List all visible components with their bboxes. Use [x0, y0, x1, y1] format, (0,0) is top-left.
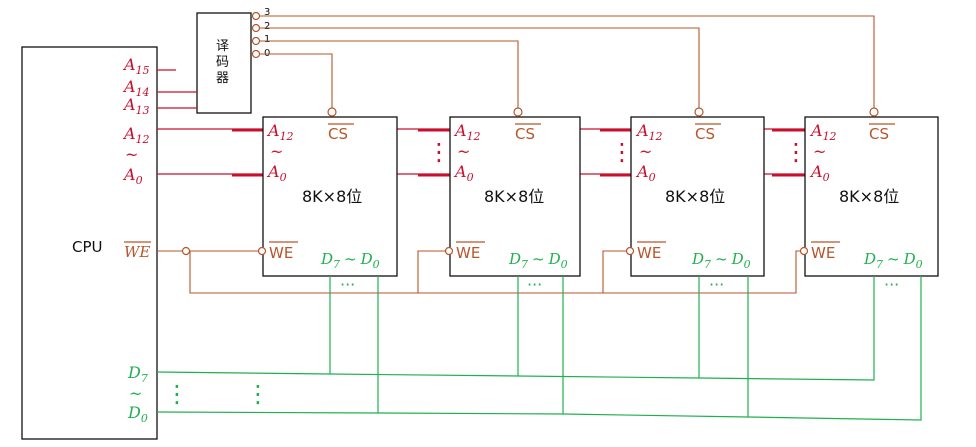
cpu-we-bubble: [181, 246, 191, 256]
chip4-tilde: ~: [813, 142, 826, 161]
chip3-data-label: D7~D0: [691, 250, 751, 271]
cpu-d0-label: D0: [127, 403, 148, 425]
chip3-tilde: ~: [639, 142, 652, 161]
cpu-a12-label: A12: [122, 124, 150, 146]
decoder-out-3-label: 3: [264, 7, 270, 18]
chip1-we-bubble: [257, 246, 267, 256]
chip4-data-label: D7~D0: [863, 250, 923, 271]
chip2-tilde: ~: [457, 142, 470, 161]
chip4-capacity-label: 8K×8位: [839, 187, 899, 206]
chip1-capacity-label: 8K×8位: [302, 187, 362, 206]
memory-chip-4: A12 ~ A0 CS 8K×8位 WE D7~D0: [799, 107, 939, 277]
cpu-a0-label: A0: [122, 165, 143, 187]
chip2-data-label: D7~D0: [508, 250, 568, 271]
decoder-label-1: 译: [216, 39, 229, 54]
chip1-a0-label: A0: [266, 162, 287, 184]
chip4-we-bubble: [799, 246, 809, 256]
data-bus: [156, 276, 922, 421]
memory-chip-2: A12 ~ A0 CS 8K×8位 WE D7~D0: [444, 107, 581, 277]
chip3-capacity-label: 8K×8位: [665, 187, 725, 206]
data-bus-dots-1: ⋮: [165, 380, 189, 408]
chip4-we-label: WE: [811, 244, 835, 262]
chip4-cs-label: CS: [869, 125, 889, 143]
decoder-box: [196, 12, 252, 114]
chip2-we-bubble: [444, 246, 454, 256]
addr-dots-2: ⋮: [610, 138, 634, 166]
decoder-out-2-bubble: [251, 23, 261, 33]
chip3-cs-bubble: [694, 107, 704, 117]
decoder-out-1-label: 1: [264, 34, 270, 45]
chip3-cs-label: CS: [695, 125, 715, 143]
decoder-label-2: 码: [216, 55, 229, 70]
decoder-label-3: 器: [216, 71, 229, 86]
cpu-label: CPU: [72, 238, 103, 256]
memory-chip-1: A12 ~ A0 CS 8K×8位 WE D7~D0: [257, 107, 398, 277]
chip2-cs-label: CS: [515, 125, 535, 143]
chip1-data-ellipsis: ···: [340, 275, 355, 294]
decoder-out-2-label: 2: [264, 21, 270, 32]
memory-chip-3: A12 ~ A0 CS 8K×8位 WE D7~D0: [625, 107, 765, 277]
cpu-box: [21, 46, 158, 440]
chip1-we-label: WE: [269, 244, 293, 262]
chip4-a12-label: A12: [809, 121, 837, 143]
decoder-out-3-bubble: [251, 11, 261, 21]
chip3-a12-label: A12: [635, 121, 663, 143]
chip2-a12-label: A12: [453, 121, 481, 143]
addr-dots-1: ⋮: [427, 138, 451, 166]
chip4-a0-label: A0: [809, 162, 830, 184]
address-bus: [157, 69, 805, 177]
chip-select-lines: [260, 15, 875, 108]
chip3-data-ellipsis: ···: [709, 275, 724, 294]
we-bus: [157, 250, 801, 294]
chip1-cs-bubble: [327, 107, 337, 117]
cpu-data-tilde: ~: [129, 384, 142, 403]
chip3-we-bubble: [625, 246, 635, 256]
chip3-we-label: WE: [637, 244, 661, 262]
chip3-a0-label: A0: [635, 162, 656, 184]
chip2-cs-bubble: [513, 107, 523, 117]
chip2-data-ellipsis: ···: [527, 275, 542, 294]
chip1-cs-label: CS: [328, 125, 348, 143]
chip1-tilde: ~: [270, 142, 283, 161]
decoder-out-1-bubble: [251, 36, 261, 46]
addr-dots-3: ⋮: [784, 138, 808, 166]
cpu-d7-label: D7: [127, 363, 148, 385]
chip1-data-label: D7~D0: [320, 250, 380, 271]
cpu-addr-tilde: ~: [125, 145, 138, 164]
chip2-a0-label: A0: [453, 162, 474, 184]
cpu-we-label: WE: [124, 243, 150, 261]
cpu-a15-label: A15: [122, 55, 150, 77]
chip2-we-label: WE: [456, 244, 480, 262]
cpu-a14-label: A14: [122, 77, 150, 99]
chip1-a12-label: A12: [266, 121, 294, 143]
decoder-out-0-bubble: [251, 49, 261, 59]
chip2-capacity-label: 8K×8位: [484, 187, 544, 206]
chip4-data-ellipsis: ···: [884, 275, 899, 294]
data-bus-dots-2: ⋮: [246, 380, 270, 408]
chip4-cs-bubble: [869, 107, 879, 117]
cpu-a13-label: A13: [122, 95, 150, 117]
